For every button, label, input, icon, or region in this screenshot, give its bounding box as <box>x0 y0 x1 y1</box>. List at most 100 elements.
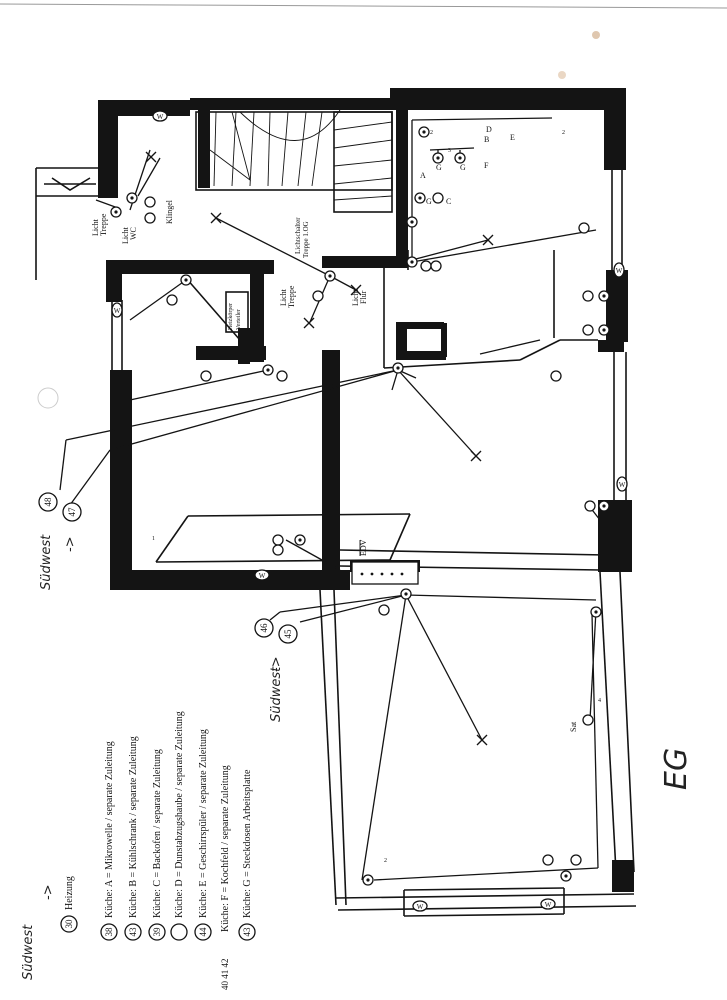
wiring <box>59 117 601 881</box>
punch-hole <box>37 387 59 409</box>
label-lichtschalter: Lichtschalter <box>294 217 302 254</box>
switch-icon <box>110 206 122 218</box>
circle-number: 46 <box>254 618 274 638</box>
label-treppe-og: Treppe 1.OG <box>302 221 310 258</box>
svg-text:W: W <box>619 481 626 489</box>
switch-icon <box>262 364 274 376</box>
stain <box>592 31 600 39</box>
svg-text:48: 48 <box>43 497 53 507</box>
light-x-icon <box>210 212 222 224</box>
small-number: 2 <box>384 858 387 864</box>
switch-icon <box>432 152 444 164</box>
switch-icon <box>414 192 426 204</box>
window-marker-icon: W <box>616 476 628 492</box>
letter-f: F <box>484 161 489 170</box>
outlet-icon <box>272 500 596 546</box>
legend-num: 39 <box>152 927 162 937</box>
svg-text:W: W <box>259 572 266 580</box>
outlet-icon <box>432 192 590 234</box>
window-marker-icon: W <box>111 302 123 318</box>
switch-icon <box>324 270 336 282</box>
ceiling-lights <box>145 151 494 746</box>
switch-icon <box>180 274 192 286</box>
legend-item: 44 Küche: E = Geschirrspüler / separate … <box>194 729 212 941</box>
outlet-icon <box>200 370 288 382</box>
window-marker-icon: W <box>254 569 270 581</box>
label-licht: Licht <box>121 226 130 244</box>
legend-num: 40 41 42 <box>220 959 230 991</box>
legend-num: 43 <box>128 927 138 937</box>
legend-item: 43 Küche: B = Kühlschrank / separate Zul… <box>124 736 142 941</box>
svg-text:W: W <box>157 113 164 121</box>
distribution-box <box>185 277 249 341</box>
label-flur: Flur <box>359 290 368 304</box>
light-x-icon <box>350 284 362 296</box>
switch-icon <box>454 152 466 164</box>
small-number: 2 <box>562 130 565 136</box>
switch-icon <box>126 192 138 204</box>
outlet-icon <box>378 604 594 726</box>
letter-b: B <box>484 135 489 144</box>
outlet-icon <box>420 260 442 272</box>
label-treppe: Treppe <box>99 213 108 236</box>
letter-d: D <box>486 125 492 134</box>
label-wc: WC <box>129 227 138 240</box>
label-heizkoerper: Heizkörper <box>228 303 234 330</box>
legend-num: 30 <box>64 919 74 929</box>
label-sat: Sat <box>569 721 578 732</box>
outlet-icon <box>542 854 582 866</box>
label-klingel: Klingel <box>165 199 174 224</box>
svg-text:->: -> <box>41 884 56 900</box>
svg-text:46: 46 <box>259 623 269 633</box>
page-title: EG <box>659 748 694 790</box>
legend-text: Küche: G = Steckdosen Arbeitsplatte <box>242 769 253 918</box>
legend-item: 30 Heizung <box>60 876 78 933</box>
thin-walls <box>35 116 637 917</box>
svg-text:45: 45 <box>283 629 293 639</box>
switch-icon <box>590 606 602 618</box>
legend-num: 38 <box>104 927 114 937</box>
switches <box>110 126 610 886</box>
label-licht: Licht <box>91 218 100 236</box>
legend-item: Küche: D = Dunstabzugshaube / separate Z… <box>170 711 188 941</box>
circle-numbers: 48 47 46 45 <box>38 492 298 644</box>
edv-box <box>351 540 419 585</box>
small-number: 3 <box>448 148 451 154</box>
legend-num: 43 <box>242 927 252 937</box>
legend-item: 43 Küche: G = Steckdosen Arbeitsplatte <box>238 769 256 941</box>
legend-text: Küche: B = Kühlschrank / separate Zuleit… <box>128 736 139 918</box>
entrance-arrow <box>44 177 96 191</box>
legend-text: Küche: C = Backofen / separate Zuleitung <box>152 749 163 918</box>
note-sudwest: Südwest <box>21 924 36 980</box>
letter-g: G <box>436 163 442 172</box>
small-number: 1 <box>152 536 155 542</box>
light-x-icon <box>470 450 482 462</box>
note-sudwest: Südwest <box>39 534 54 590</box>
appliance-letters: A B C D E F G G G 2 2 3 4 1 2 <box>152 125 601 864</box>
label-verteiler: Verteiler <box>236 309 242 330</box>
label-edv: EDV <box>359 539 368 556</box>
label-treppe: Treppe <box>287 285 296 308</box>
svg-text:47: 47 <box>67 507 77 517</box>
light-x-icon <box>482 234 494 246</box>
svg-text:W: W <box>545 901 552 909</box>
stain <box>558 71 566 79</box>
legend: 30 Heizung 38 Küche: A = Mikrowelle / se… <box>60 711 256 991</box>
circle-number: 45 <box>278 624 298 644</box>
circle-number: 47 <box>62 502 82 522</box>
circle-number: 48 <box>38 492 58 512</box>
outlet-icon <box>166 290 324 306</box>
note-sudwest: Südwest <box>269 666 284 722</box>
switch-icon <box>406 216 418 228</box>
switch-icon <box>294 534 306 546</box>
letter-e: E <box>510 133 515 142</box>
switch-icon <box>400 588 412 600</box>
legend-text: Küche: D = Dunstabzugshaube / separate Z… <box>174 711 185 918</box>
switch-icon <box>560 870 572 882</box>
outlet-icon <box>582 290 594 336</box>
switch-icon <box>598 290 610 302</box>
staircase <box>195 109 393 213</box>
page-edge <box>0 3 727 9</box>
window-marker-icon: W <box>613 262 625 278</box>
